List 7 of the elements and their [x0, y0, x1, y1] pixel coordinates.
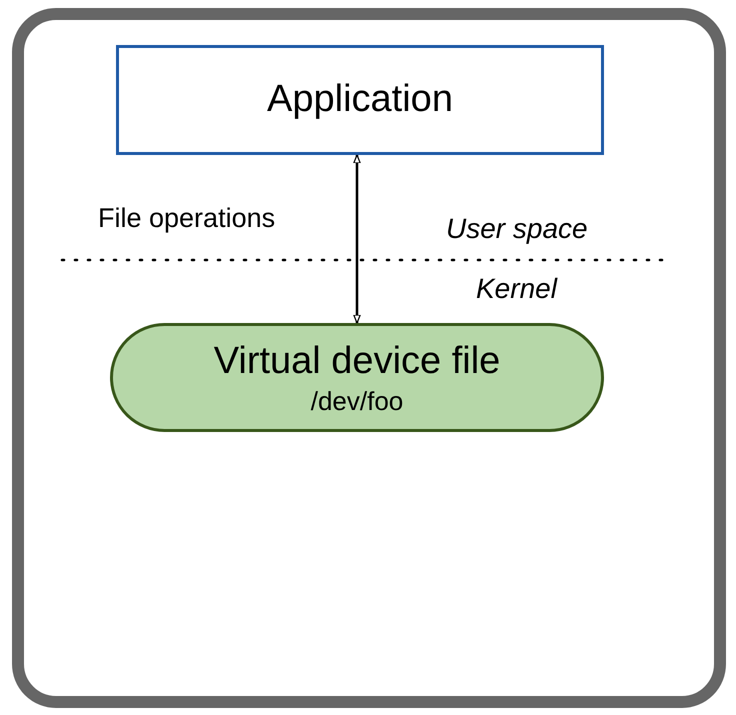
node-title: Virtual device file — [214, 338, 500, 384]
node-title: Application — [267, 77, 453, 122]
user-space-label: User space — [446, 212, 588, 246]
double-arrow — [353, 154, 361, 324]
kernel-label: Kernel — [476, 272, 557, 306]
application-box — [116, 45, 604, 155]
node-subtitle: /dev/foo — [310, 385, 404, 418]
